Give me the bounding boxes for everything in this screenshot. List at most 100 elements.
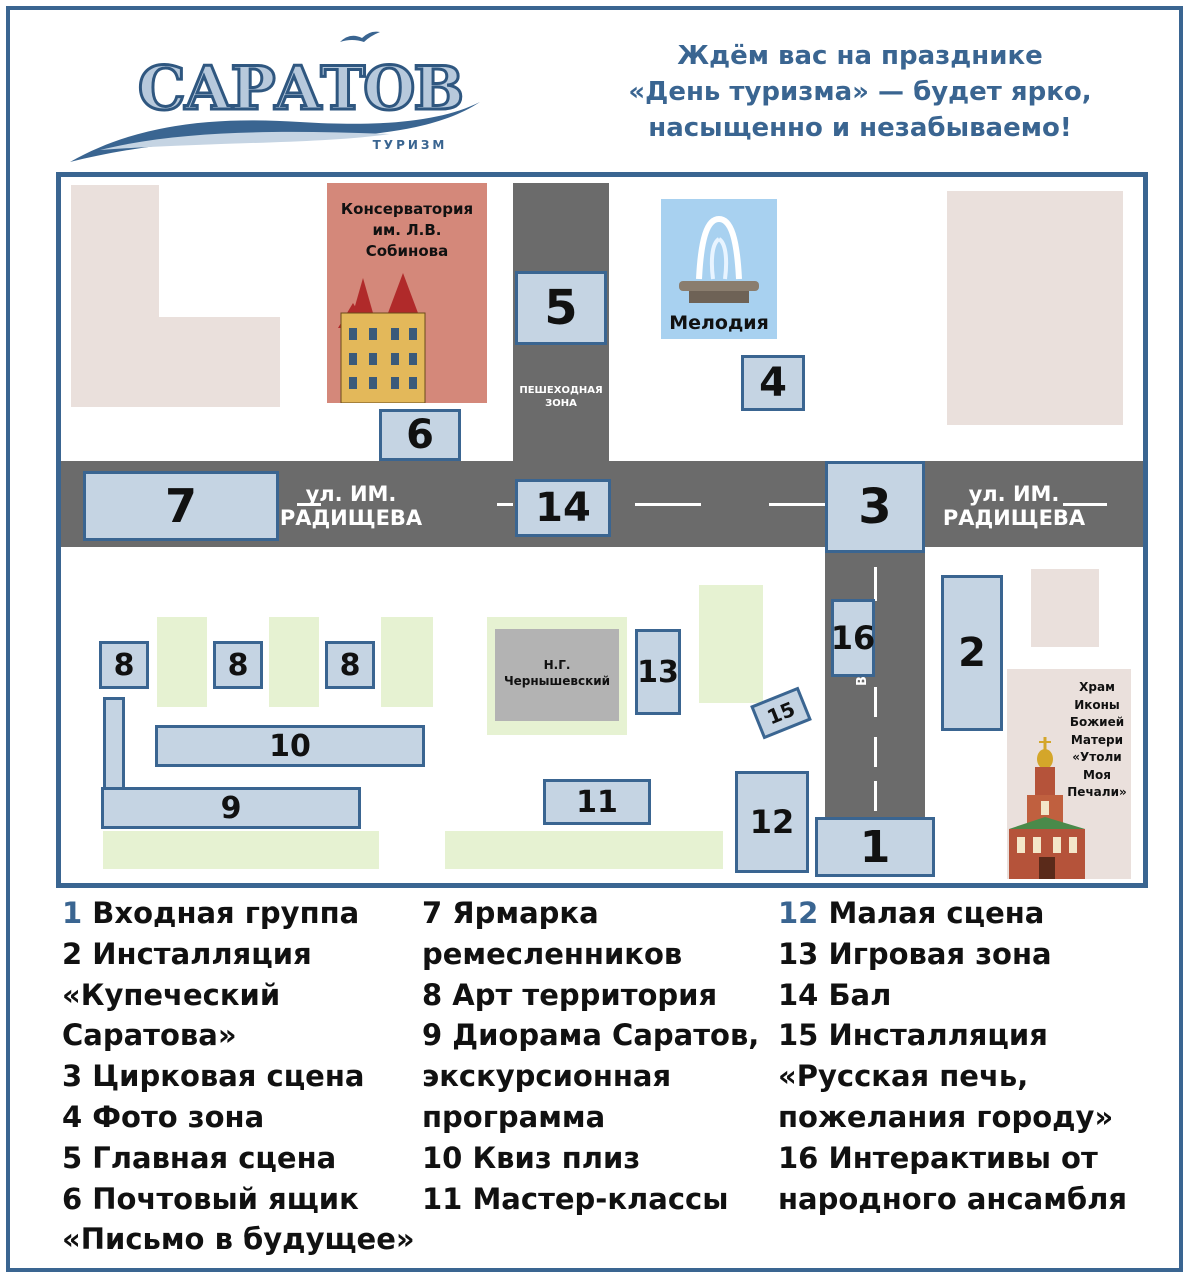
street-label-left-1: ул. ИМ.: [305, 482, 397, 506]
zone-3[interactable]: 3: [825, 461, 925, 553]
grass-3: [381, 617, 433, 707]
legend-item: 12 Малая сцена: [778, 893, 1127, 934]
legend-item: народного ансамбля: [778, 1181, 1128, 1216]
zone-2[interactable]: 2: [941, 575, 1003, 731]
pedestrian-zone-label: ПЕШЕХОДНАЯ ЗОНА: [513, 384, 609, 410]
headline: Ждём вас на празднике «День туризма» — б…: [590, 38, 1130, 146]
event-map: Консерватория им. Л.В. Собинова ПЕШЕХОДН…: [56, 172, 1148, 888]
street-dash-4: [1063, 503, 1107, 506]
zone-9-stem: [103, 697, 125, 791]
zone-5[interactable]: 5: [515, 271, 607, 345]
legend-item: 3 Цирковая сцена: [62, 1059, 365, 1094]
volzhskaya-dash-4: [874, 781, 877, 811]
zone-13[interactable]: 13: [635, 629, 681, 715]
grass-4: [699, 585, 763, 703]
zone-14[interactable]: 14: [515, 479, 611, 537]
building-l-shape-base: [71, 317, 280, 407]
conservatory-building: Консерватория им. Л.В. Собинова: [327, 183, 487, 403]
logo-swoosh-icon: [70, 31, 480, 162]
legend-item: экскурсионная: [422, 1059, 672, 1094]
zone-10[interactable]: 10: [155, 725, 425, 767]
conservatory-label-1: Консерватория: [340, 200, 474, 218]
zone-1[interactable]: 1: [815, 817, 935, 877]
pedestrian-label-2: ЗОНА: [545, 398, 577, 409]
volzhskaya-dash-3: [874, 737, 877, 767]
temple-label-5: «Утоли: [1072, 750, 1122, 764]
street-label-right-1: ул. ИМ.: [968, 482, 1060, 506]
legend-item: 16 Интерактивы от: [778, 1140, 1098, 1175]
building-top-right: [947, 191, 1123, 425]
legend-num: 12: [778, 896, 819, 930]
zone-8c[interactable]: 8: [325, 641, 375, 689]
zone-8b[interactable]: 8: [213, 641, 263, 689]
zone-9[interactable]: 9: [101, 787, 361, 829]
street-dash-3: [769, 503, 827, 506]
legend-item: 6 Почтовый ящик: [62, 1181, 359, 1216]
legend-column-1: 1 Входная группа 2 Инсталляция «Купеческ…: [62, 893, 415, 1260]
legend-item: 5 Главная сцена: [62, 1140, 337, 1175]
street-label-right-2: РАДИЩЕВА: [942, 506, 1086, 530]
zone-8a[interactable]: 8: [99, 641, 149, 689]
legend-item: Саратова»: [62, 1018, 237, 1053]
legend-text: Малая сцена: [818, 896, 1045, 930]
headline-line-1: Ждём вас на празднике: [677, 41, 1043, 71]
temple-label-4: Матери: [1070, 732, 1124, 747]
legend-item: программа: [422, 1099, 606, 1134]
legend-item: ремесленников: [422, 936, 683, 971]
temple-label-3: Божией: [1069, 715, 1125, 729]
street-dash-1: [497, 503, 513, 506]
building-bottom-right: [1031, 569, 1099, 647]
legend-item: 13 Игровая зона: [778, 936, 1052, 971]
legend-item: 11 Мастер-классы: [422, 1181, 729, 1216]
street-label-left: ул. ИМ. РАДИЩЕВА: [261, 482, 441, 530]
conservatory-label-3: Собинова: [365, 242, 449, 260]
conservatory-label-2: им. Л.В.: [372, 221, 442, 239]
volzhskaya-dash-1: [874, 567, 877, 601]
grass-1: [157, 617, 207, 707]
street-dash-5: [297, 503, 321, 506]
zone-6[interactable]: 6: [379, 409, 461, 461]
zone-7[interactable]: 7: [83, 471, 279, 541]
legend-item: 1 Входная группа: [62, 893, 415, 934]
zone-16[interactable]: 16: [831, 599, 875, 677]
legend-item: 8 Арт территория: [422, 977, 718, 1012]
grass-2: [269, 617, 319, 707]
temple-label-7: Печали»: [1067, 785, 1127, 799]
volzhskaya-dash-2: [874, 687, 877, 717]
grass-5: [103, 831, 379, 869]
legend-item: 14 Бал: [778, 977, 892, 1012]
street-label-right: ул. ИМ. РАДИЩЕВА: [929, 482, 1099, 530]
legend-num: 1: [62, 896, 83, 930]
logo-title: САРАТОВ: [136, 53, 465, 126]
fountain-icon: [679, 216, 759, 303]
pedestrian-label-1: ПЕШЕХОДНАЯ: [519, 385, 603, 396]
zone-12[interactable]: 12: [735, 771, 809, 873]
conservatory-icon: [338, 273, 426, 403]
logo-subtitle: ТУРИЗМ: [372, 138, 448, 152]
headline-line-2: «День туризма» — будет ярко,: [628, 77, 1092, 107]
legend-item: 4 Фото зона: [62, 1099, 265, 1134]
legend-column-3: 12 Малая сцена 13 Игровая зона 14 Бал 15…: [778, 893, 1127, 1219]
temple-label-6: Моя: [1083, 767, 1111, 782]
monument-label-1: Н.Г.: [543, 658, 571, 672]
temple-label-1: Храм: [1079, 680, 1115, 694]
fountain-melodia: Мелодия: [661, 199, 777, 339]
legend-item: 2 Инсталляция: [62, 936, 312, 971]
grass-6: [445, 831, 723, 869]
outer-frame: [6, 6, 1183, 1272]
legend-item: 9 Диорама Саратов,: [422, 1018, 760, 1053]
street-dash-2: [635, 503, 701, 506]
legend-item: «Письмо в будущее»: [62, 1222, 415, 1257]
legend-column-2: 7 Ярмарка ремесленников 8 Арт территория…: [422, 893, 759, 1219]
legend-item: 10 Квиз плиз: [422, 1140, 641, 1175]
legend-item: «Русская печь,: [778, 1059, 1029, 1094]
temple-icon: [1009, 737, 1085, 879]
zone-11[interactable]: 11: [543, 779, 651, 825]
temple-label: Храм Иконы Божией Матери «Утоли Моя Печа…: [1059, 679, 1135, 802]
logo: САРАТОВ ТУРИЗМ: [60, 22, 500, 172]
legend-item: «Купеческий: [62, 977, 281, 1012]
legend-text: Входная группа: [82, 896, 360, 930]
zone-4[interactable]: 4: [741, 355, 805, 411]
fountain-label: Мелодия: [669, 312, 769, 334]
chernyshevsky-monument: Н.Г. Чернышевский: [495, 629, 619, 721]
